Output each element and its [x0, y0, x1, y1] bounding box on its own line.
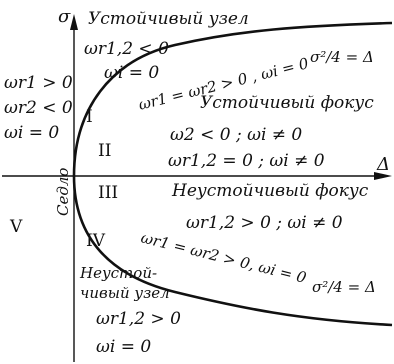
sigma-axis-label: σ — [58, 6, 71, 27]
region-I-numeral: I — [86, 107, 93, 127]
region-II-numeral: II — [98, 141, 111, 161]
delta-axis-label: Δ — [376, 154, 390, 175]
stable-node-label: Устойчивый узел — [88, 9, 249, 29]
region-I-condition-3: ωi = 0 — [4, 123, 59, 143]
region-I-condition-2: ωr2 < 0 — [4, 98, 73, 118]
saddle-label: Седло — [54, 168, 72, 216]
lower-parabola-formula: σ²/4 = Δ — [312, 278, 376, 296]
region-III-numeral: III — [98, 183, 118, 203]
delta-axis-arrow — [374, 172, 392, 180]
unstable-node-label-line-1: Неустой- — [79, 264, 157, 282]
stable-node-condition-2: ωi = 0 — [104, 63, 159, 83]
upper-parabola-formula: σ²/4 = Δ — [310, 48, 374, 66]
stable-node-condition-1: ωr1,2 < 0 — [84, 39, 169, 59]
unstable-focus-condition: ωr1,2 > 0 ; ωi ≠ 0 — [186, 213, 343, 233]
unstable-node-condition-2: ωi = 0 — [96, 337, 151, 357]
upper-parabola — [72, 21, 393, 177]
lower-boundary-equation: ωr1 = ωr2 > 0, ωi = 0 — [139, 228, 309, 287]
sigma-axis-arrow — [70, 14, 78, 30]
unstable-focus-label: Неустойчивый фокус — [171, 181, 369, 201]
region-IV-numeral: IV — [86, 231, 106, 251]
stable-focus-label: Устойчивый фокус — [200, 93, 374, 113]
lower-parabola — [72, 175, 393, 327]
unstable-node-condition-1: ωr1,2 > 0 — [96, 309, 181, 329]
stable-focus-condition: ω2 < 0 ; ωi ≠ 0 — [170, 125, 302, 145]
center-condition: ωr1,2 = 0 ; ωi ≠ 0 — [168, 151, 325, 171]
unstable-node-label-line-2: чивый узел — [80, 284, 170, 302]
region-I-condition-1: ωr1 > 0 — [4, 73, 73, 93]
region-V-numeral: V — [9, 217, 23, 237]
